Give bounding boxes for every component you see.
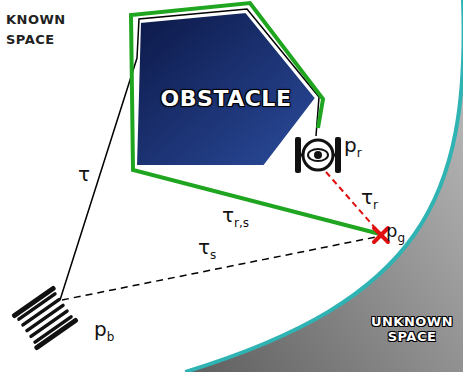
obstacle-shape: OBSTACLE xyxy=(130,6,322,172)
tether-spool xyxy=(11,285,79,351)
straight-tether xyxy=(62,237,376,300)
region-title: OBSTACLE xyxy=(148,86,304,111)
unknown-region: UNKNOWN SPACE xyxy=(185,0,463,372)
point-label: pb xyxy=(94,318,114,344)
point-label: pr xyxy=(344,134,362,160)
planned-path xyxy=(131,3,380,234)
region-title: KNOWN SPACE xyxy=(6,10,70,49)
region-title: UNKNOWN SPACE xyxy=(367,314,457,344)
path-label: τ xyxy=(78,163,90,185)
goal-mark xyxy=(374,228,388,242)
path-label: τs xyxy=(198,236,216,262)
robot-goal-line xyxy=(326,172,377,230)
path-label: τr,s xyxy=(222,204,249,230)
robot-icon xyxy=(295,137,341,173)
point-label: pg xyxy=(386,221,405,245)
path-label: τr xyxy=(361,186,378,212)
